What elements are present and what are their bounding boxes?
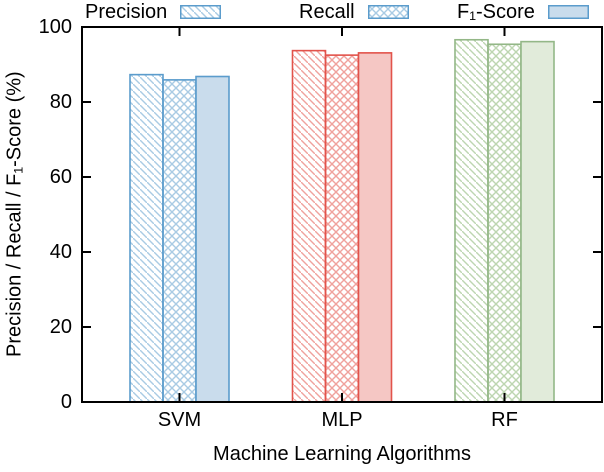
legend-label-f1-score: F₁-Score	[457, 0, 535, 23]
legend-entry-precision: Precision	[85, 0, 222, 23]
legend-entry-f1-score: F₁-Score	[457, 0, 589, 23]
y-tick-label-80: 80	[49, 91, 72, 113]
axes-layer	[81, 26, 603, 403]
bar-MLP-Precision	[291, 49, 327, 403]
bar-SVM-F₁-Score	[195, 75, 230, 403]
bar-RF-Precision	[454, 38, 489, 403]
y-axis-title: Precision / Recall / F₁-Score (%)	[3, 71, 26, 358]
legend-swatch-diagonal-hatch-icon	[180, 5, 222, 19]
bar-MLP-F₁-Score	[357, 52, 393, 403]
y-tick-label-40: 40	[49, 241, 72, 263]
y-tick-label-60: 60	[49, 166, 72, 188]
bars-layer	[129, 38, 555, 403]
y-tick-label-100: 100	[38, 16, 72, 38]
legend-swatch-crosshatch-icon	[367, 5, 409, 19]
legend-entry-recall: Recall	[299, 0, 409, 23]
legend-label-recall: Recall	[299, 0, 355, 23]
bar-RF-Recall	[487, 43, 522, 403]
bar-SVM-Precision	[129, 73, 164, 403]
y-tick-label-0: 0	[60, 391, 72, 413]
x-axis-title: Machine Learning Algorithms	[213, 443, 471, 465]
y-tick-label-20: 20	[49, 316, 72, 338]
bar-RF-F₁-Score	[520, 40, 555, 403]
legend-label-precision: Precision	[85, 0, 168, 23]
bar-MLP-Recall	[324, 54, 360, 403]
x-tick-label-SVM: SVM	[157, 409, 202, 431]
legend-swatch-solid-icon	[547, 5, 589, 19]
bar-SVM-Recall	[162, 79, 197, 403]
x-tick-label-MLP: MLP	[321, 409, 363, 431]
x-tick-label-RF: RF	[491, 409, 518, 431]
